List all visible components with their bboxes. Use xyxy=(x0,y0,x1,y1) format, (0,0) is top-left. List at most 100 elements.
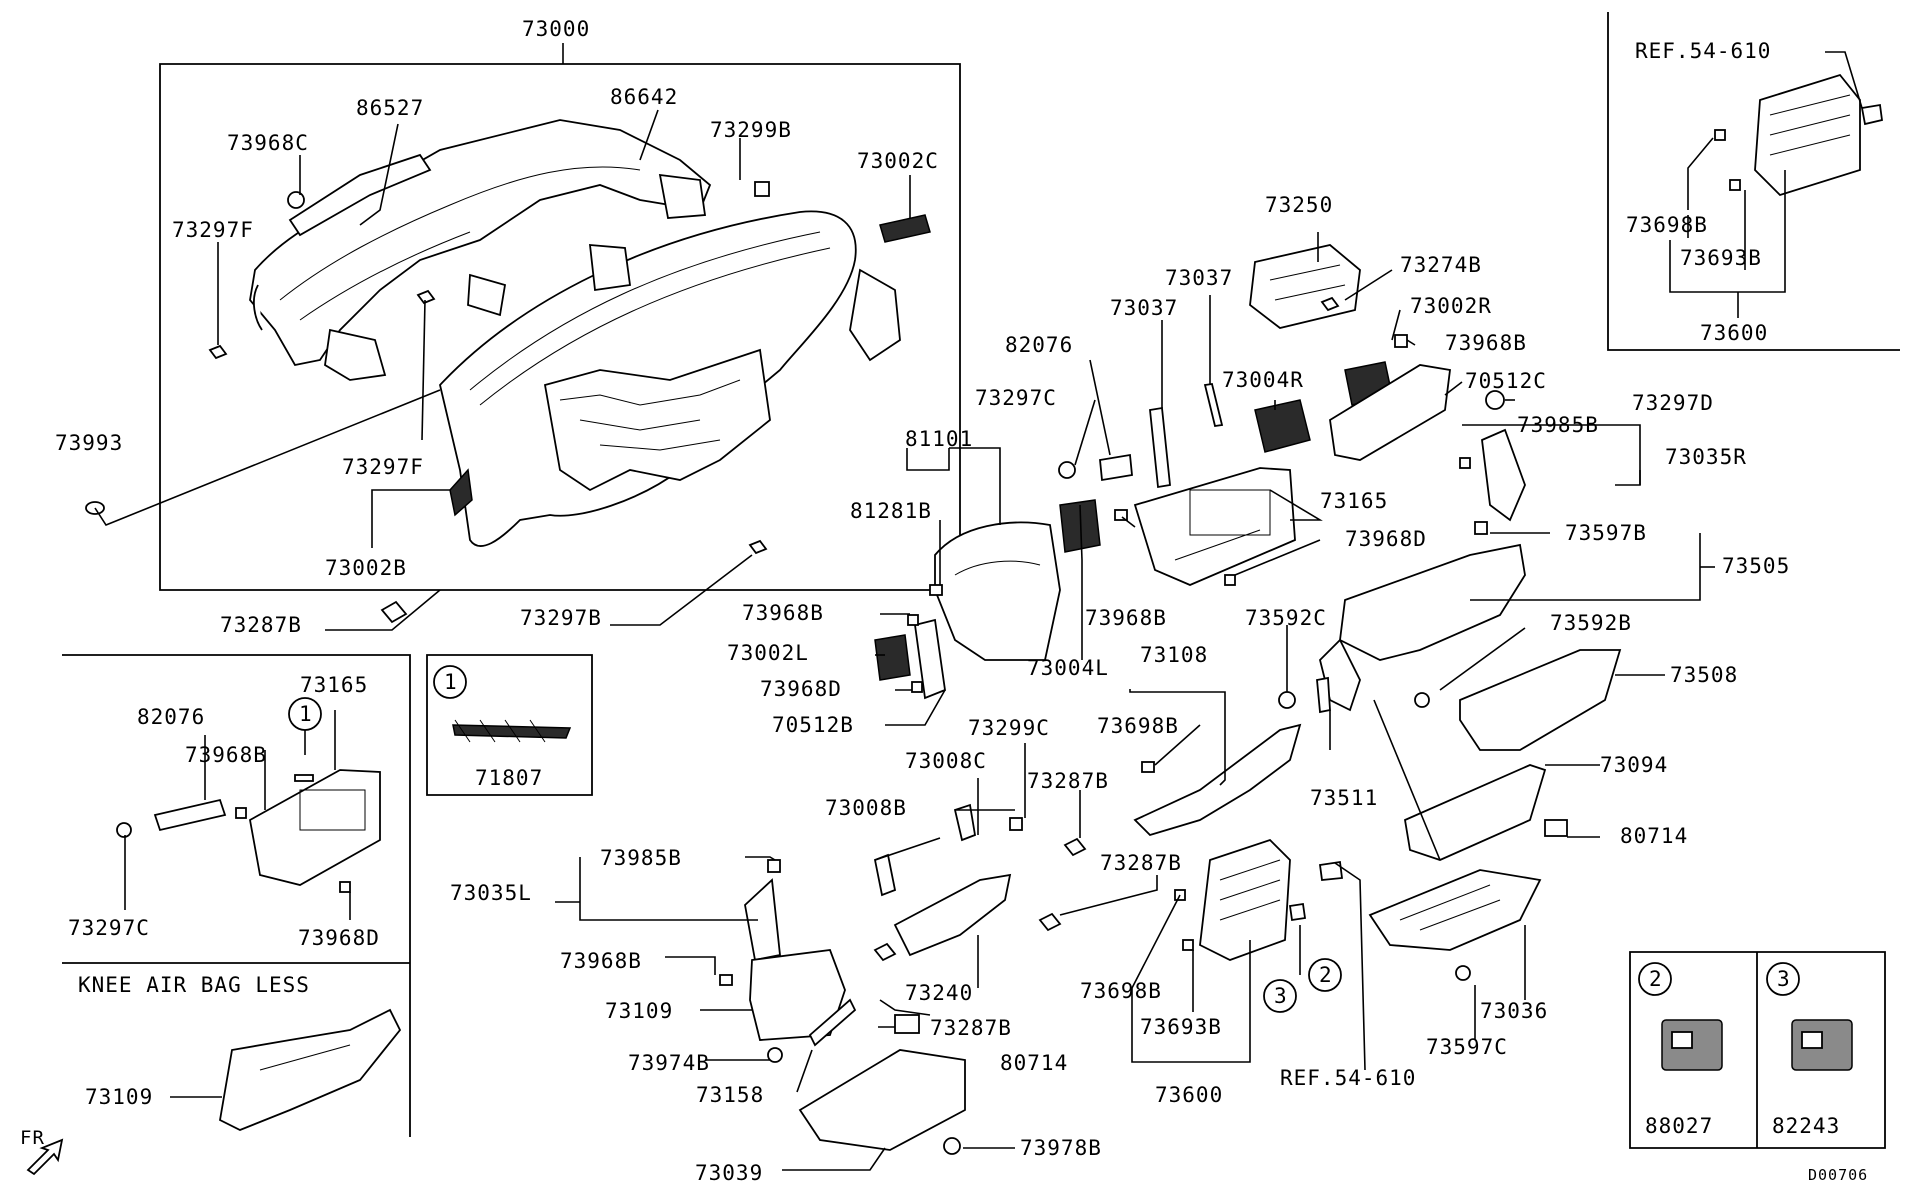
label-73508: 73508 xyxy=(1670,663,1738,687)
inset-part-71807: 71807 xyxy=(475,766,543,790)
label-73505: 73505 xyxy=(1722,554,1790,578)
label-80714-a: 80714 xyxy=(1620,824,1688,848)
label-73036: 73036 xyxy=(1480,999,1548,1023)
label-73287B-c: 73287B xyxy=(1100,851,1182,875)
label-73592B: 73592B xyxy=(1550,611,1632,635)
label-73297F-a: 73297F xyxy=(172,218,254,242)
glovebox-area xyxy=(1133,543,1622,981)
duct-assembly xyxy=(249,119,712,381)
label-73968B-c: 73968B xyxy=(1085,606,1167,630)
label-73968C: 73968C xyxy=(227,131,309,155)
label-82076-a: 82076 xyxy=(1005,333,1073,357)
label-70512B: 70512B xyxy=(772,713,854,737)
callout-1-inset: 1 xyxy=(444,670,458,694)
badge-71807 xyxy=(452,719,572,743)
label-73511: 73511 xyxy=(1310,786,1378,810)
label-73002L: 73002L xyxy=(727,641,809,665)
label-73035R: 73035R xyxy=(1665,445,1747,469)
label-73968D-c: 73968D xyxy=(298,926,380,950)
label-73109-a: 73109 xyxy=(605,999,673,1023)
label-73968B-a: 73968B xyxy=(1445,331,1527,355)
inset-part-82243: 82243 xyxy=(1772,1114,1840,1138)
left-section-parts xyxy=(116,769,402,1131)
callout-2-inset: 2 xyxy=(1649,967,1663,991)
label-73993: 73993 xyxy=(55,431,123,455)
label-73297C-b: 73297C xyxy=(68,916,150,940)
label-73004R: 73004R xyxy=(1222,368,1304,392)
inset-switch-parts xyxy=(1661,1019,1853,1071)
label-73968D-b: 73968D xyxy=(760,677,842,701)
label-73035L: 73035L xyxy=(450,881,532,905)
label-73037-a: 73037 xyxy=(1165,266,1233,290)
label-73968B-d: 73968B xyxy=(560,949,642,973)
label-73165-a: 73165 xyxy=(1320,489,1388,513)
label-70512C: 70512C xyxy=(1465,369,1547,393)
label-73297C-a: 73297C xyxy=(975,386,1057,410)
label-73039: 73039 xyxy=(695,1161,763,1185)
center-lower-console xyxy=(719,803,1291,1155)
callout-3-inset: 3 xyxy=(1777,967,1791,991)
label-73974B: 73974B xyxy=(628,1051,710,1075)
label-73698B-c: 73698B xyxy=(1626,213,1708,237)
part-labels: 73000 86527 86642 73968C 73299B 73002C 7… xyxy=(55,17,1790,1185)
dashboard-upper-panel xyxy=(439,210,901,547)
callout-1-left: 1 xyxy=(299,702,313,726)
label-73037-b: 73037 xyxy=(1110,296,1178,320)
label-73008B: 73008B xyxy=(825,796,907,820)
diagram-code: D00706 xyxy=(1808,1166,1868,1184)
ref-label-bottom: REF.54-610 xyxy=(1280,1066,1416,1090)
label-73004L: 73004L xyxy=(1027,656,1109,680)
label-73968D-a: 73968D xyxy=(1345,527,1427,551)
label-73274B: 73274B xyxy=(1400,253,1482,277)
label-73968B-b: 73968B xyxy=(742,601,824,625)
label-73287B-a: 73287B xyxy=(220,613,302,637)
label-73297D: 73297D xyxy=(1632,391,1714,415)
label-73000: 73000 xyxy=(522,17,590,41)
label-73002B: 73002B xyxy=(325,556,407,580)
label-73693B-b: 73693B xyxy=(1680,246,1762,270)
orientation-label: FR xyxy=(20,1127,45,1149)
label-73165-b: 73165 xyxy=(300,673,368,697)
callout-3-main: 3 xyxy=(1274,984,1288,1008)
label-73008C: 73008C xyxy=(905,749,987,773)
knee-airbag-less-title: KNEE AIR BAG LESS xyxy=(78,973,310,997)
label-73158: 73158 xyxy=(696,1083,764,1107)
reference-labels: REF.54-610 REF.54-610 KNEE AIR BAG LESS … xyxy=(20,39,1868,1184)
label-73297F-b: 73297F xyxy=(342,455,424,479)
label-73002C: 73002C xyxy=(857,149,939,173)
ref-inset-part xyxy=(1714,73,1883,197)
label-73299B: 73299B xyxy=(710,118,792,142)
label-86527: 86527 xyxy=(356,96,424,120)
label-86642: 86642 xyxy=(610,85,678,109)
label-73109-b: 73109 xyxy=(85,1085,153,1109)
label-80714-b: 80714 xyxy=(1000,1051,1068,1075)
fr-arrow-icon xyxy=(26,1138,64,1176)
label-73287B-d: 73287B xyxy=(930,1016,1012,1040)
callouts: 1 1 3 2 2 3 xyxy=(288,665,1800,1013)
label-73297B: 73297B xyxy=(520,606,602,630)
label-73600-a: 73600 xyxy=(1155,1083,1223,1107)
label-73299C: 73299C xyxy=(968,716,1050,740)
ref-label-top: REF.54-610 xyxy=(1635,39,1771,63)
label-73985B-a: 73985B xyxy=(1517,413,1599,437)
label-73108: 73108 xyxy=(1140,643,1208,667)
label-73698B-b: 73698B xyxy=(1080,979,1162,1003)
label-73250: 73250 xyxy=(1265,193,1333,217)
label-73698B-a: 73698B xyxy=(1097,714,1179,738)
inset-part-88027: 88027 xyxy=(1645,1114,1713,1138)
label-73985B-b: 73985B xyxy=(600,846,682,870)
label-73287B-b: 73287B xyxy=(1027,769,1109,793)
label-73094: 73094 xyxy=(1600,753,1668,777)
label-81101: 81101 xyxy=(905,427,973,451)
label-73693B-a: 73693B xyxy=(1140,1015,1222,1039)
callout-2-main: 2 xyxy=(1319,963,1333,987)
label-73600-b: 73600 xyxy=(1700,321,1768,345)
label-73978B: 73978B xyxy=(1020,1136,1102,1160)
label-73968B-e: 73968B xyxy=(185,743,267,767)
label-73597B: 73597B xyxy=(1565,521,1647,545)
label-73592C: 73592C xyxy=(1245,606,1327,630)
leader-lines xyxy=(94,43,1863,1171)
label-73002R: 73002R xyxy=(1410,294,1492,318)
center-cluster xyxy=(874,499,1128,700)
